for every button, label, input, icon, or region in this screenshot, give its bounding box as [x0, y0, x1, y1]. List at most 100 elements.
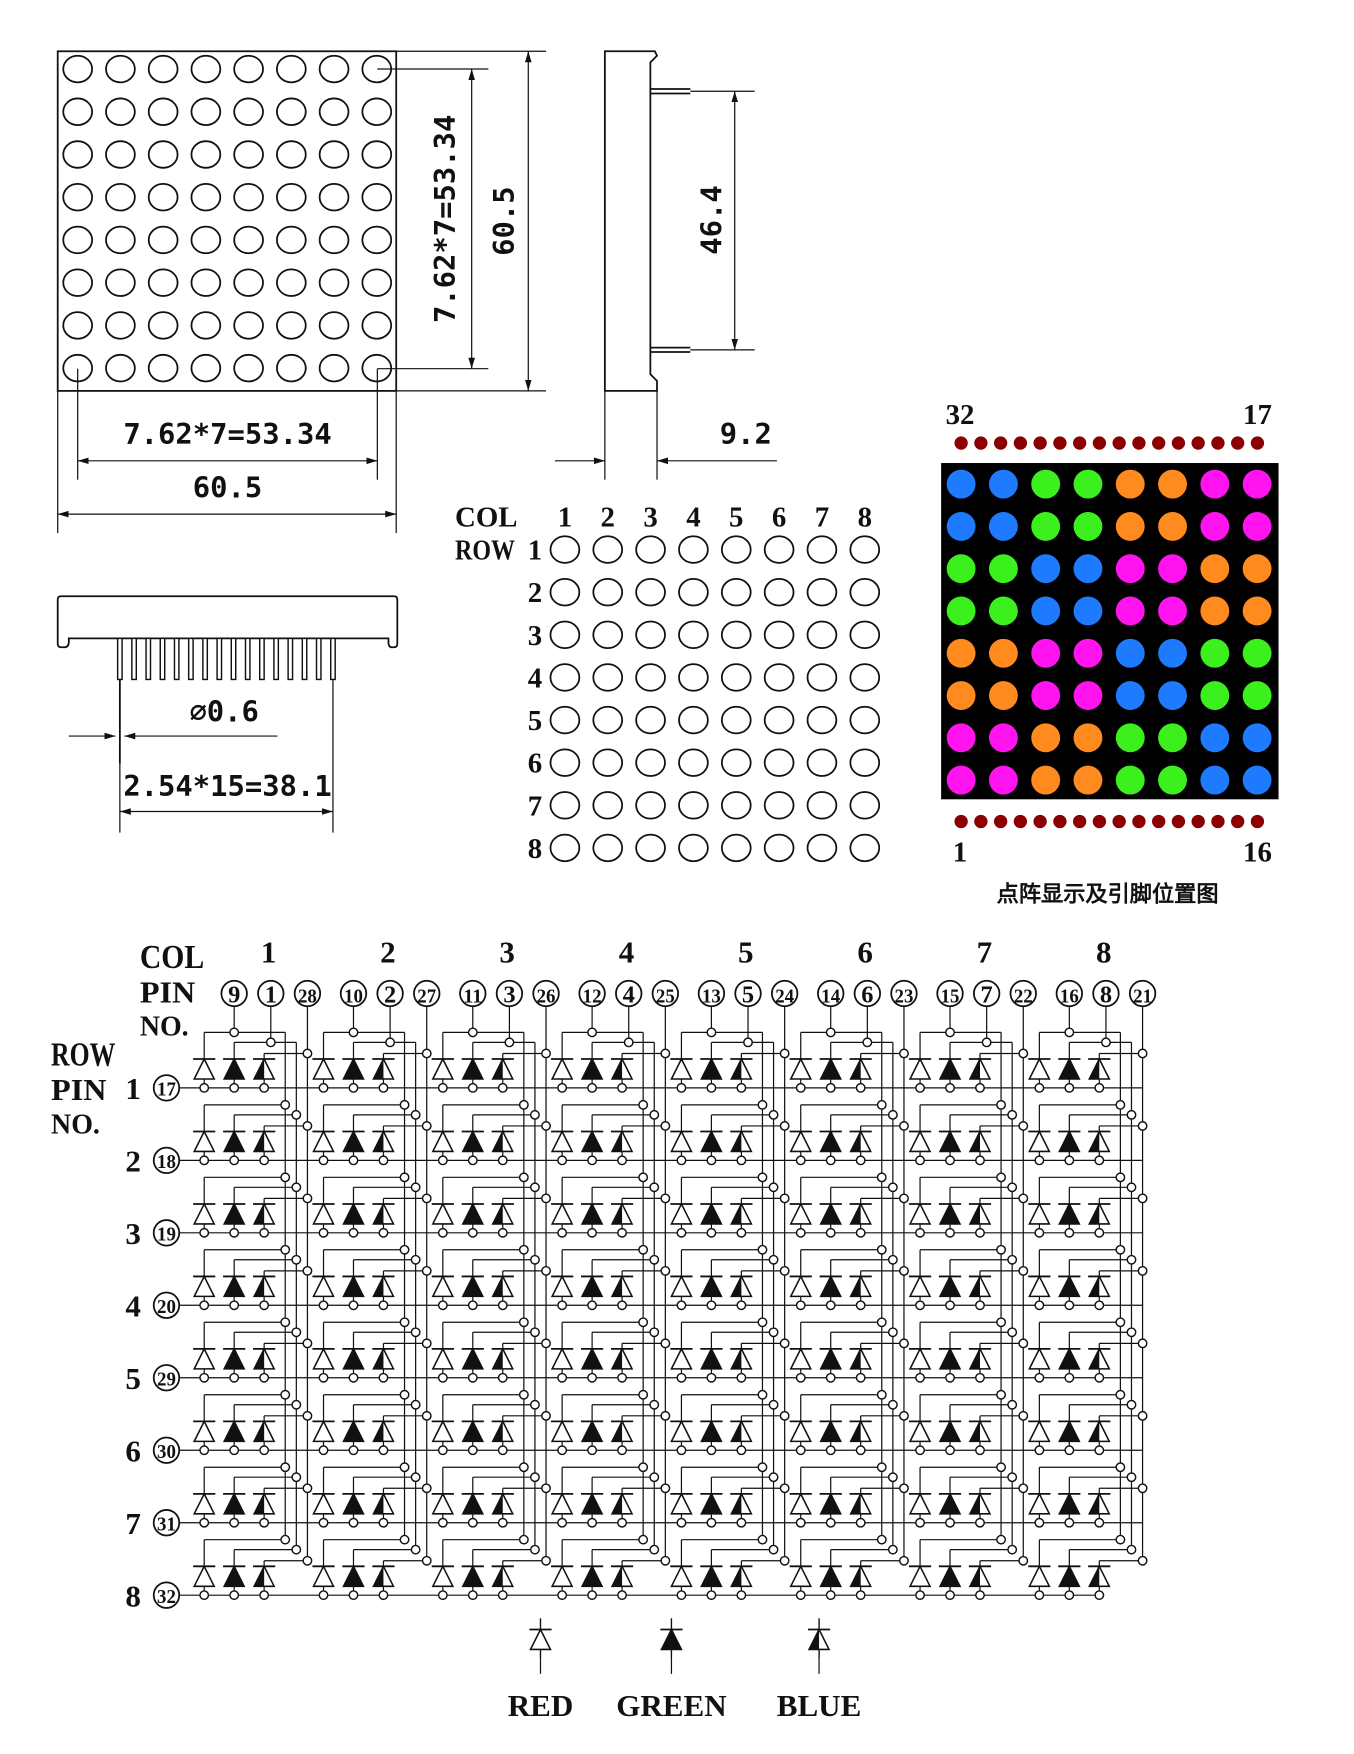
junction-node	[887, 1472, 898, 1483]
junction-node	[378, 1372, 389, 1383]
index-col-number: 4	[686, 501, 700, 533]
rgb-led	[1200, 681, 1230, 710]
diode-half-fill	[731, 1203, 742, 1224]
diode-red-icon	[789, 1492, 812, 1515]
junction-node	[229, 1027, 240, 1038]
diode-red-icon	[789, 1057, 812, 1080]
index-row-number: 8	[528, 833, 542, 865]
junction-node	[876, 1244, 887, 1255]
index-led-outline	[849, 535, 881, 564]
junction-node	[378, 1517, 389, 1528]
led-outline	[233, 183, 264, 212]
led-outline	[147, 225, 179, 255]
junction-node	[541, 1048, 551, 1059]
diode-half-fill	[850, 1348, 861, 1369]
col-pin-15: 15	[941, 985, 960, 1007]
junction-node	[259, 1590, 270, 1601]
side-view-body	[603, 50, 659, 392]
pin-4	[159, 637, 166, 681]
diode-half-fill	[612, 1566, 623, 1587]
led-outline	[190, 183, 222, 212]
junction-node	[736, 1517, 747, 1528]
diode-half-fill	[373, 1421, 384, 1442]
junction-node	[915, 1082, 925, 1093]
diode-half-fill	[850, 1421, 861, 1442]
col-pin-14: 14	[821, 985, 840, 1007]
led-outline	[318, 268, 350, 297]
col-pin-3: 3	[503, 981, 515, 1008]
rgb-led	[1115, 511, 1145, 541]
junction-node	[1094, 1590, 1105, 1601]
diode-red-icon	[670, 1419, 693, 1443]
junction-node	[378, 1082, 389, 1093]
col-number: 1	[261, 934, 277, 969]
junction-node	[1126, 1254, 1137, 1265]
diode-half-fill	[612, 1059, 623, 1079]
index-led-outline	[720, 748, 752, 777]
col-pin-26: 26	[537, 985, 556, 1007]
junction-node	[1115, 1244, 1126, 1255]
junction-node	[467, 1517, 478, 1528]
junction-node	[638, 1534, 649, 1545]
junction-node	[587, 1445, 598, 1456]
junction-node	[280, 1462, 291, 1473]
rgb-led	[988, 765, 1018, 795]
diode-half-fill	[731, 1059, 742, 1079]
pin-dot-top	[993, 436, 1008, 450]
junction-node	[437, 1445, 448, 1456]
junction-node	[399, 1244, 410, 1255]
junction-node	[530, 1327, 540, 1338]
pin-11	[258, 637, 265, 681]
legend-label-red: RED	[508, 1688, 574, 1723]
junction-node	[399, 1534, 410, 1545]
row-pin-20: 20	[157, 1296, 176, 1318]
led-outline	[276, 54, 307, 84]
pin-dot-top	[1211, 436, 1225, 450]
col-pin-27: 27	[417, 985, 436, 1007]
junction-node	[617, 1590, 628, 1601]
rgb-led	[1115, 723, 1145, 753]
diode-half-fill	[492, 1493, 503, 1514]
junction-node	[229, 1155, 240, 1166]
index-row-number: 7	[528, 790, 542, 822]
bottom-view-drawing: ⌀0.6 2.54*15=38.1	[56, 595, 399, 833]
junction-node	[280, 1172, 291, 1183]
index-led-outline	[635, 705, 666, 735]
junction-node	[1018, 1338, 1029, 1349]
index-led-outline	[763, 620, 795, 650]
junction-node	[348, 1517, 359, 1528]
junction-node	[617, 1082, 628, 1093]
junction-node	[757, 1389, 768, 1400]
junction-node	[706, 1155, 717, 1166]
diode-half-fill	[373, 1566, 384, 1587]
rgb-led	[946, 554, 976, 584]
diode-green-icon	[938, 1057, 962, 1080]
diode-green-icon	[461, 1347, 485, 1370]
junction-node	[557, 1590, 568, 1601]
junction-node	[437, 1082, 448, 1093]
diode-green-icon	[461, 1202, 485, 1225]
junction-node	[1034, 1590, 1045, 1601]
led-outline	[147, 183, 179, 212]
diode-half-fill	[731, 1566, 742, 1587]
junction-node	[378, 1590, 389, 1601]
junction-node	[1007, 1472, 1018, 1483]
junction-node	[899, 1338, 909, 1349]
junction-node	[467, 1445, 478, 1456]
diode-red-icon	[1028, 1419, 1051, 1443]
front-view-body	[56, 50, 398, 392]
led-outline	[62, 311, 94, 340]
junction-node	[421, 1555, 432, 1566]
junction-node	[825, 1027, 836, 1038]
led-outline	[318, 311, 350, 340]
led-outline	[233, 311, 264, 340]
index-led-outline	[592, 620, 624, 650]
pin-dot-top	[1191, 436, 1205, 450]
led-outline	[190, 353, 222, 383]
junction-node	[1137, 1555, 1148, 1566]
junction-node	[467, 1027, 478, 1038]
diode-green-icon	[938, 1202, 962, 1225]
rgb-led	[1242, 511, 1272, 541]
junction-node	[437, 1300, 448, 1311]
